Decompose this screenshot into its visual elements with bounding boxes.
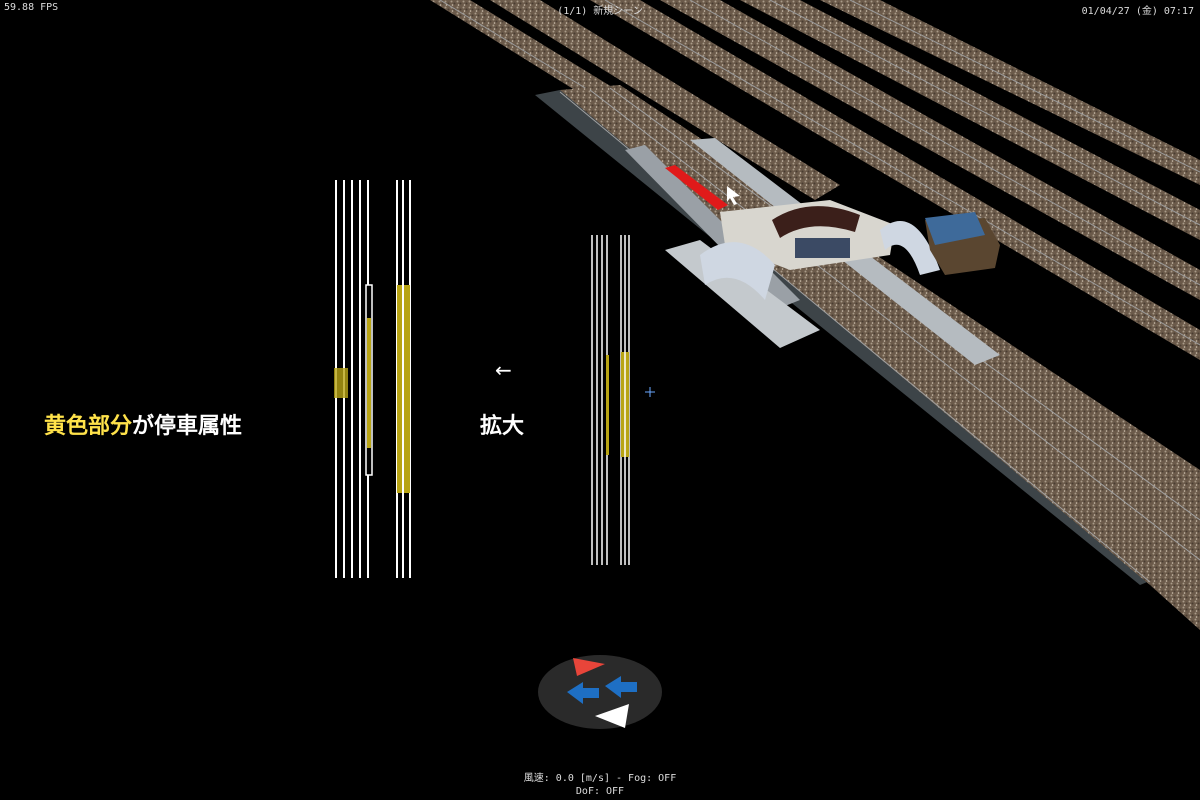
zoom-label: 拡大 — [480, 414, 525, 439]
status-wind-fog: 風速: 0.0 [m/s] - Fog: OFF — [523, 773, 677, 784]
stop-attribute-caption: 黄色部分が停車属性 — [44, 408, 242, 440]
arch-roof-left — [700, 242, 775, 300]
compass-forward-icon[interactable] — [573, 658, 605, 676]
selected-track-segment[interactable] — [665, 165, 728, 210]
track-bed-6 — [820, 0, 1200, 185]
caption-highlight: 黄色部分 — [44, 414, 133, 439]
crosshair-icon — [645, 387, 655, 397]
track-bed-3 — [590, 0, 1200, 360]
clock-display: 01/04/27 (金) 07:17 — [1081, 6, 1194, 17]
compass-rotate-right-icon[interactable] — [605, 676, 637, 698]
compass-back-icon[interactable] — [595, 704, 629, 728]
status-bar: 風速: 0.0 [m/s] - Fog: OFF DoF: OFF — [0, 772, 1200, 798]
upper-track-group — [430, 0, 1200, 360]
track-bed-4 — [660, 0, 1200, 300]
station-building[interactable] — [625, 138, 1000, 365]
navigation-compass-icon[interactable] — [537, 654, 663, 730]
annex-roof — [925, 212, 985, 245]
compass-rotate-left-icon[interactable] — [567, 682, 599, 704]
track-bed-2 — [490, 0, 840, 200]
mouse-pointer-icon — [727, 186, 740, 205]
scene-title: (1/1) 新規シーン — [557, 6, 643, 17]
concourse-roof — [772, 206, 860, 238]
track-bed-5 — [740, 0, 1200, 240]
track-schematic-overview — [334, 180, 411, 578]
left-arrow-icon: ← — [495, 358, 512, 382]
status-dof: DoF: OFF — [575, 786, 625, 797]
arch-roof-right — [880, 221, 940, 275]
stop-attribute-marker — [334, 368, 348, 398]
stop-attribute-section — [606, 355, 609, 455]
caption-rest: が停車属性 — [132, 414, 243, 439]
fps-counter: 59.88 FPS — [4, 2, 59, 13]
concourse-windows — [795, 238, 850, 258]
track-schematic-zoomed — [591, 235, 655, 565]
stop-attribute-section — [367, 318, 371, 448]
